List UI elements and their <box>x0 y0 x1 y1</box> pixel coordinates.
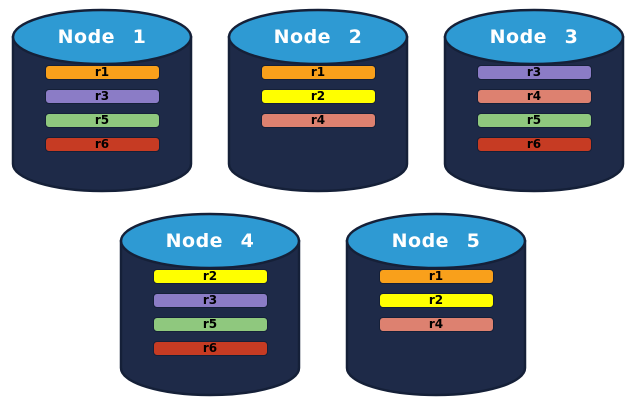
cylinder-top <box>119 212 301 270</box>
cylinder-top <box>443 8 625 66</box>
replica-bar-r1: r1 <box>260 65 376 80</box>
replica-bar-r2: r2 <box>260 89 376 104</box>
node-title: Node 5 <box>391 230 481 252</box>
replica-bar-r1: r1 <box>378 269 494 284</box>
node-4: Node 4 r2 r3 r5 r6 <box>119 211 301 398</box>
cylinder-top <box>11 8 193 66</box>
node-3: Node 3 r3 r4 r5 r6 <box>443 7 625 194</box>
replica-bars: r1 r2 r4 <box>227 65 409 128</box>
node-5: Node 5 r1 r2 r4 <box>345 211 527 398</box>
replica-bar-r2: r2 <box>378 293 494 308</box>
cylinder-top <box>345 212 527 270</box>
node-title: Node 2 <box>273 26 363 48</box>
replica-bar-r1: r1 <box>44 65 160 80</box>
replica-bar-r6: r6 <box>476 137 592 152</box>
node-1: Node 1 r1 r3 r5 r6 <box>11 7 193 194</box>
replica-bar-r4: r4 <box>378 317 494 332</box>
replica-bars: r1 r3 r5 r6 <box>11 65 193 152</box>
node-2: Node 2 r1 r2 r4 <box>227 7 409 194</box>
node-title: Node 4 <box>165 230 255 252</box>
replica-bars: r2 r3 r5 r6 <box>119 269 301 356</box>
replica-bars: r3 r4 r5 r6 <box>443 65 625 152</box>
node-title: Node 3 <box>489 26 579 48</box>
replica-bar-r5: r5 <box>476 113 592 128</box>
replica-bar-r6: r6 <box>152 341 268 356</box>
replica-bar-r4: r4 <box>476 89 592 104</box>
replica-bar-r6: r6 <box>44 137 160 152</box>
replica-bar-r3: r3 <box>44 89 160 104</box>
replica-bar-r5: r5 <box>152 317 268 332</box>
node-title: Node 1 <box>57 26 147 48</box>
cylinder-top <box>227 8 409 66</box>
replica-bar-r2: r2 <box>152 269 268 284</box>
replica-bar-r5: r5 <box>44 113 160 128</box>
replica-bar-r4: r4 <box>260 113 376 128</box>
replica-bar-r3: r3 <box>152 293 268 308</box>
replica-bars: r1 r2 r4 <box>345 269 527 332</box>
replica-bar-r3: r3 <box>476 65 592 80</box>
